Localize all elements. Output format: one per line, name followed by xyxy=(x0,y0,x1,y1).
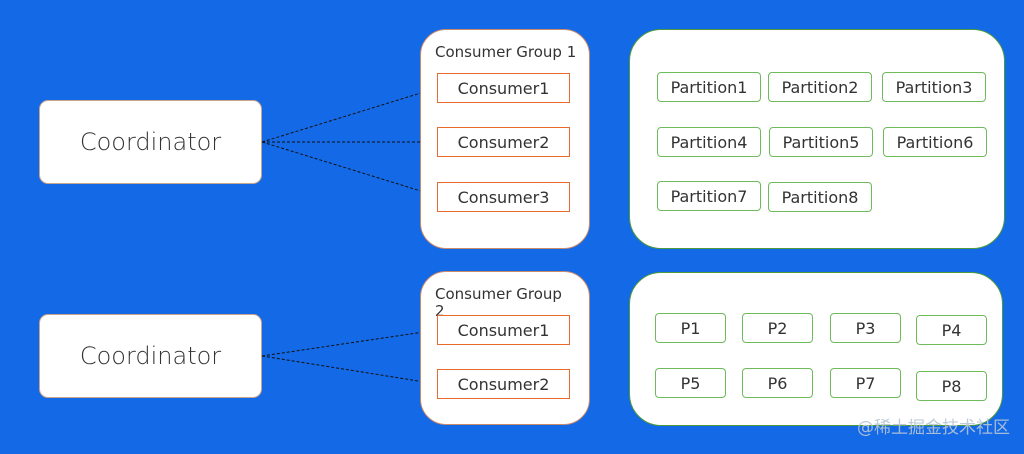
consumer-group-2-title: Consumer Group 2 xyxy=(435,285,562,320)
partition-8: Partition8 xyxy=(768,182,872,212)
p1: P1 xyxy=(655,313,726,343)
p2: P2 xyxy=(742,313,813,343)
group2-consumer1: Consumer1 xyxy=(437,315,570,345)
group1-consumer3: Consumer3 xyxy=(437,182,570,212)
partition-4: Partition4 xyxy=(657,127,761,157)
consumer-group-2: Consumer Group 2 xyxy=(420,271,590,425)
group1-consumer1: Consumer1 xyxy=(437,73,570,103)
arrow-coordinator2-consumer1 xyxy=(261,327,438,357)
partition-3: Partition3 xyxy=(882,72,986,102)
coordinator-2: Coordinator xyxy=(39,314,262,398)
consumer-group-1-title: Consumer Group 1 xyxy=(435,43,577,61)
arrow-coordinator2-consumer2 xyxy=(261,355,438,387)
partition-area-2 xyxy=(629,272,1003,426)
coordinator-2-label: Coordinator xyxy=(79,342,222,370)
partition-1: Partition1 xyxy=(657,72,761,102)
partition-5: Partition5 xyxy=(769,127,873,157)
p7: P7 xyxy=(830,368,901,398)
p4: P4 xyxy=(916,315,987,345)
p5: P5 xyxy=(655,368,726,398)
arrow-coordinator1-consumer1 xyxy=(261,86,438,143)
group2-consumer2: Consumer2 xyxy=(437,369,570,399)
partition-6: Partition6 xyxy=(883,127,987,157)
coordinator-1: Coordinator xyxy=(39,100,262,184)
watermark: @稀土掘金技术社区 xyxy=(857,418,1010,438)
partition-2: Partition2 xyxy=(768,72,872,102)
p8: P8 xyxy=(916,371,987,401)
p3: P3 xyxy=(830,313,901,343)
p6: P6 xyxy=(742,368,813,398)
arrow-coordinator1-consumer3 xyxy=(261,141,438,198)
group1-consumer2: Consumer2 xyxy=(437,127,570,157)
coordinator-1-label: Coordinator xyxy=(79,128,222,156)
partition-7: Partition7 xyxy=(657,181,761,211)
